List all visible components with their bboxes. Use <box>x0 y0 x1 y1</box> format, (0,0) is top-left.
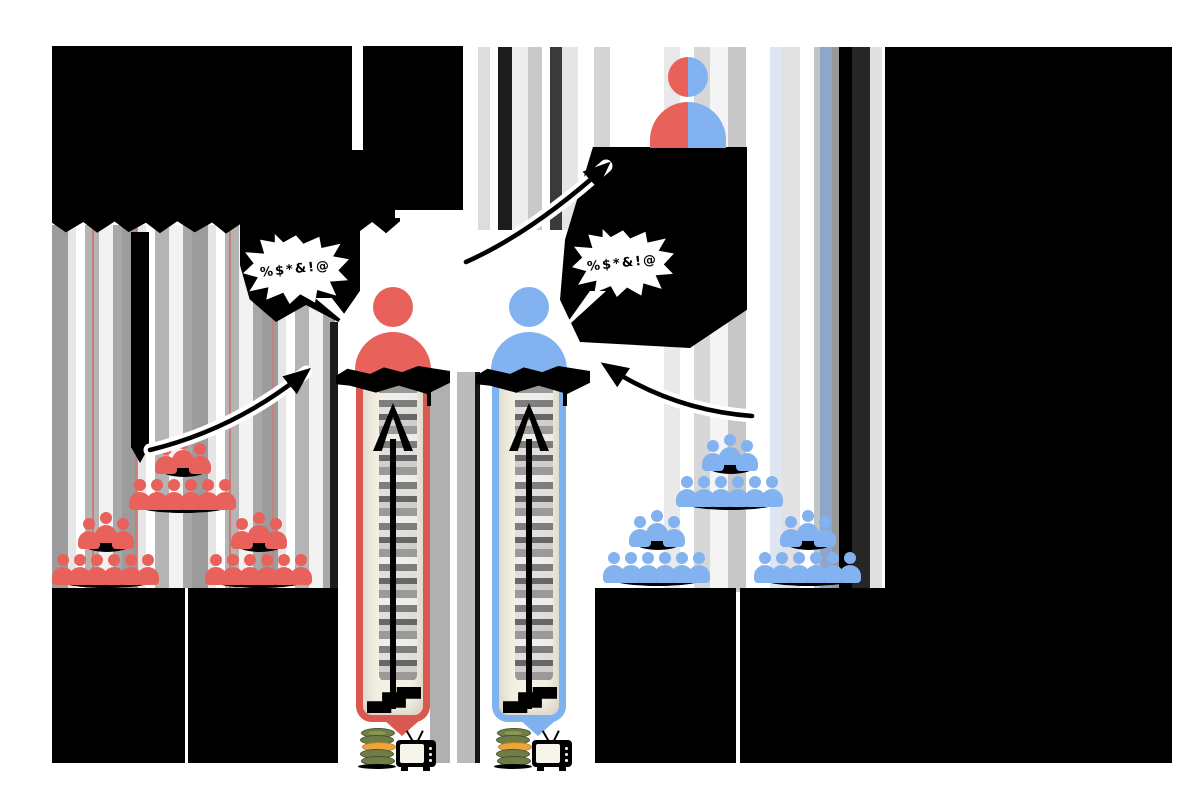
blacked-out-label-right-1 <box>595 588 736 763</box>
blue-money-column <box>492 362 566 722</box>
person-icon <box>788 552 810 583</box>
split-voter <box>650 57 726 148</box>
curse-text: %$*&!@ <box>259 257 333 281</box>
person-icon <box>137 554 159 585</box>
crowd-shadow <box>158 467 209 477</box>
person-icon <box>822 552 844 583</box>
person-icon <box>779 516 802 547</box>
person-icon <box>662 516 685 547</box>
person-icon <box>718 434 741 465</box>
person-icon <box>637 552 659 583</box>
person-icon <box>735 440 758 471</box>
split-voter-blue-half <box>688 57 726 148</box>
split-voter-body <box>650 102 688 148</box>
blue-candidate <box>491 287 567 378</box>
red-money-column <box>356 362 430 722</box>
ground-shadow <box>358 764 396 769</box>
red-candidate <box>355 287 431 378</box>
blacked-out-label-left-2 <box>188 588 338 763</box>
person-icon <box>120 554 142 585</box>
split-voter-head <box>668 57 688 97</box>
crowd-blue-lower-left <box>603 510 710 586</box>
person-icon <box>813 516 836 547</box>
person-icon <box>676 476 698 507</box>
person-icon <box>180 479 202 510</box>
person-icon <box>230 518 253 549</box>
person-icon <box>645 510 668 541</box>
person-icon <box>796 510 819 541</box>
person-icon <box>188 443 211 474</box>
person-icon <box>273 554 295 585</box>
blacked-out-label-left-1 <box>52 588 185 763</box>
title-block-notch <box>352 46 363 150</box>
person-icon <box>693 476 715 507</box>
person-icon <box>214 479 236 510</box>
split-voter-red-half <box>650 57 688 148</box>
crowd-shadow <box>783 540 834 550</box>
crowd-red-lower-right <box>205 512 312 588</box>
up-arrow-shaft <box>390 439 396 709</box>
crowd-shadow <box>81 542 132 552</box>
smear-drip-left <box>330 322 338 588</box>
person-icon <box>205 554 227 585</box>
person-icon <box>103 554 125 585</box>
crowd-red-upper <box>129 437 236 513</box>
shadow-drip <box>563 392 567 406</box>
shadow-drip <box>427 392 431 406</box>
person-icon <box>603 552 625 583</box>
person-icon <box>701 440 724 471</box>
crowd-blue-lower-right <box>754 510 861 586</box>
person-icon <box>727 476 749 507</box>
person-icon <box>688 552 710 583</box>
split-voter-head <box>688 57 708 97</box>
person-icon <box>163 479 185 510</box>
person-icon <box>222 554 244 585</box>
person-icon <box>290 554 312 585</box>
blacked-out-right-column <box>885 47 1172 763</box>
person-icon <box>52 554 74 585</box>
person-icon <box>77 518 100 549</box>
person-icon <box>264 518 287 549</box>
person-icon <box>111 518 134 549</box>
person-icon <box>771 552 793 583</box>
person-icon <box>69 554 91 585</box>
red-candidate-head <box>373 287 413 327</box>
up-arrow-shaft <box>526 439 532 709</box>
person-icon <box>805 552 827 583</box>
blue-candidate-head <box>509 287 549 327</box>
person-icon <box>146 479 168 510</box>
ground-shadow <box>494 764 532 769</box>
crowd-shadow <box>705 464 756 474</box>
person-icon <box>754 552 776 583</box>
person-icon <box>239 554 261 585</box>
person-icon <box>86 554 108 585</box>
person-icon <box>129 479 151 510</box>
curse-text: %$*&!@ <box>586 251 660 275</box>
person-icon <box>620 552 642 583</box>
person-icon <box>710 476 732 507</box>
crowd-blue-upper <box>676 434 783 510</box>
tv-icon <box>396 730 436 771</box>
person-icon <box>671 552 693 583</box>
crowd-red-lower-left <box>52 512 159 588</box>
crowd-shadow <box>234 542 285 552</box>
person-icon <box>256 554 278 585</box>
person-icon <box>654 552 676 583</box>
person-icon <box>744 476 766 507</box>
coin-stack-icon <box>496 728 532 768</box>
person-icon <box>628 516 651 547</box>
blacked-out-label-right-2 <box>740 588 885 763</box>
tv-icon <box>532 730 572 771</box>
blacked-out-title-line <box>52 210 395 219</box>
person-icon <box>839 552 861 583</box>
person-icon <box>94 512 117 543</box>
split-voter-body <box>688 102 726 148</box>
person-icon <box>247 512 270 543</box>
person-icon <box>761 476 783 507</box>
person-icon <box>197 479 219 510</box>
crowd-shadow <box>632 540 683 550</box>
coin-stack-icon <box>360 728 396 768</box>
